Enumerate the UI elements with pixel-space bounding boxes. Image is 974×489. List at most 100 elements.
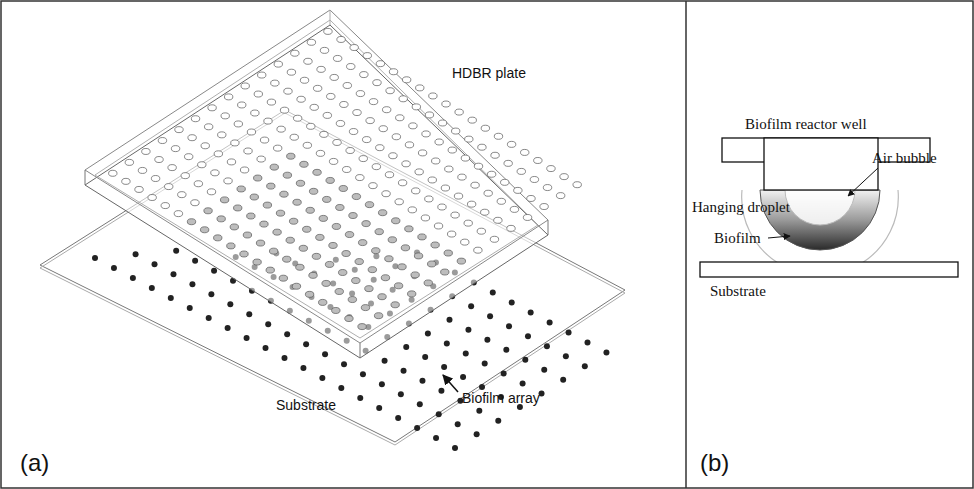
biofilm-dot [425, 330, 431, 336]
well [313, 169, 321, 175]
well [386, 88, 394, 94]
well [336, 120, 344, 126]
well [438, 120, 446, 126]
well [317, 66, 325, 72]
well [214, 235, 222, 241]
well [291, 50, 299, 56]
well [428, 177, 436, 183]
well [260, 221, 268, 227]
well [221, 113, 229, 119]
well [243, 232, 251, 238]
biofilm-dot [244, 335, 250, 341]
well [478, 144, 486, 150]
well [217, 216, 225, 222]
well [474, 163, 482, 169]
well [297, 96, 305, 102]
biofilm-dot [284, 331, 290, 337]
well [412, 188, 420, 194]
well [474, 247, 482, 253]
well [399, 96, 407, 102]
well [142, 148, 150, 154]
well [415, 169, 423, 175]
well [307, 39, 315, 45]
well [293, 115, 301, 121]
well [135, 186, 143, 192]
well [266, 267, 274, 273]
biofilm-dot [433, 435, 439, 441]
well [254, 91, 262, 97]
well [158, 138, 166, 144]
well [148, 195, 156, 201]
well [286, 237, 294, 243]
biofilm-dot [376, 405, 382, 411]
well [224, 178, 232, 184]
well [369, 99, 377, 105]
biofilm-dot [436, 411, 442, 417]
well [487, 171, 495, 177]
well [310, 104, 318, 110]
biofilm-dot [417, 401, 423, 407]
biofilm-dot [133, 251, 139, 257]
well [238, 102, 246, 108]
biofilm-dot [382, 358, 388, 364]
biofilm-dot [455, 421, 461, 427]
well [388, 237, 396, 243]
well [408, 207, 416, 213]
biofilm-dot [438, 388, 444, 394]
biofilm-dot [341, 361, 347, 367]
well [175, 127, 183, 133]
well [464, 220, 472, 226]
well [369, 183, 377, 189]
well [402, 161, 410, 167]
well [300, 77, 308, 83]
well [385, 256, 393, 262]
biofilm-dot [189, 281, 195, 287]
well [325, 261, 333, 267]
well [292, 283, 300, 289]
part-label: HDBR plate [452, 66, 526, 81]
well [405, 142, 413, 148]
well [494, 133, 502, 139]
well [451, 128, 459, 134]
well [304, 58, 312, 64]
well [323, 112, 331, 118]
well [280, 107, 288, 113]
well [224, 94, 232, 100]
well [303, 142, 311, 148]
well [416, 85, 424, 91]
biofilm-dot [357, 395, 363, 401]
biofilm-dot [585, 340, 591, 346]
well [267, 183, 275, 189]
well [274, 61, 282, 67]
well [194, 181, 202, 187]
well [241, 83, 249, 89]
biofilm-dot [360, 371, 366, 377]
biofilm-dot [208, 291, 214, 297]
part-label: Biofilm array [462, 391, 540, 406]
well [234, 205, 242, 211]
part-label: Substrate [276, 398, 336, 413]
well [514, 187, 522, 193]
well [208, 105, 216, 111]
well [345, 316, 353, 322]
well [329, 158, 337, 164]
well [358, 240, 366, 246]
biofilm-dot [528, 310, 534, 316]
well [258, 72, 266, 78]
well [362, 221, 370, 227]
biofilm-dot [509, 300, 515, 306]
well [398, 264, 406, 270]
well [271, 80, 279, 86]
well [376, 145, 384, 151]
well [438, 204, 446, 210]
well [507, 225, 515, 231]
biofilm-dot [281, 355, 287, 361]
biofilm-dot [211, 268, 217, 274]
well [395, 199, 403, 205]
biofilm-dot [522, 357, 528, 363]
well [188, 135, 196, 141]
well [365, 286, 373, 292]
well [234, 121, 242, 127]
well [161, 203, 169, 209]
well [366, 118, 374, 124]
